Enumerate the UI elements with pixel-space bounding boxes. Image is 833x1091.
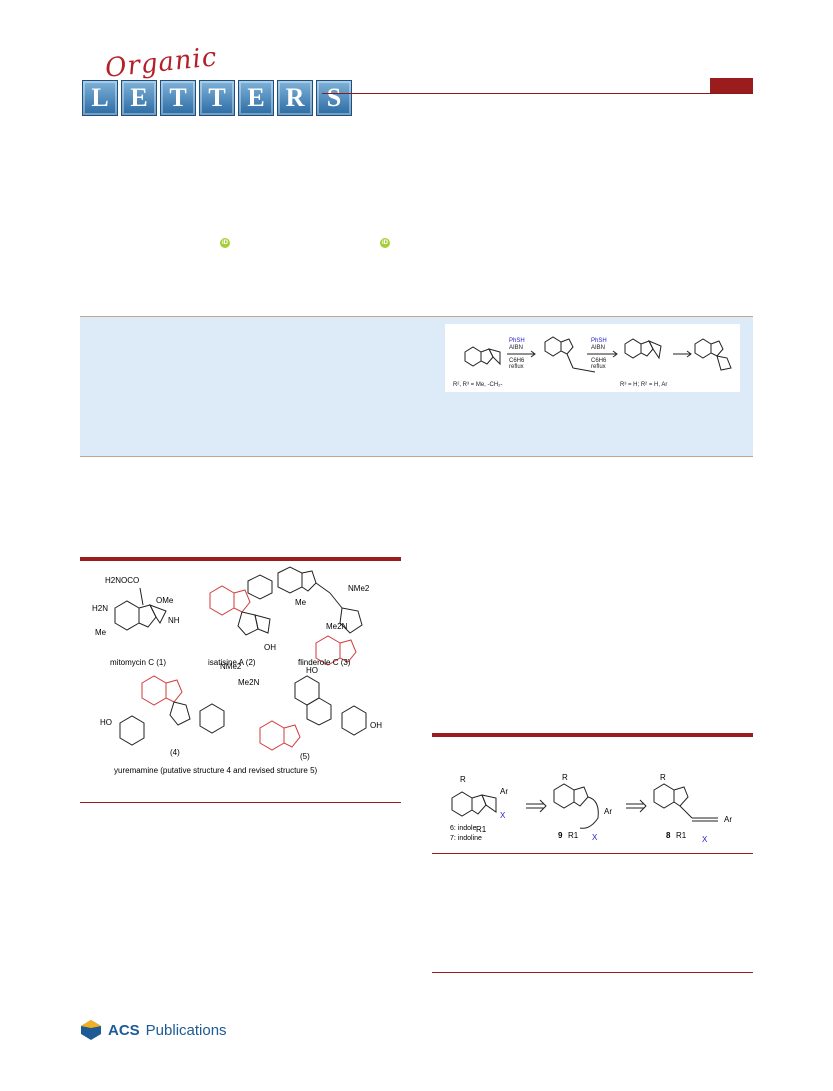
journal-logo-script: Organic — [103, 42, 219, 84]
scheme-x-8: X — [702, 835, 708, 844]
acs-emblem-icon — [81, 1020, 101, 1040]
label-h2nocoo: H2NOCO — [105, 576, 139, 585]
toc-note-right: R³ = H; R² = H, Ar — [620, 382, 667, 388]
logo-letter: T — [160, 80, 196, 116]
toc-solvent: C6H6 — [509, 358, 525, 364]
scheme1-top-rule — [432, 733, 753, 737]
toc-scheme-drawing: PhSH AIBN C6H6 reflux PhSH AIBN C6H6 ref… — [453, 336, 732, 388]
toc-reagent-2b: AIBN — [591, 345, 605, 351]
label-oh-isatisine: OH — [264, 643, 276, 652]
figure1-caption: yuremamine (putative structure 4 and rev… — [114, 766, 318, 775]
scheme1: R Ar X R1 6: indole 7: indoline R Ar X 9… — [440, 770, 750, 850]
scheme-r-9: R — [562, 773, 568, 782]
label-ho-4: HO — [100, 718, 112, 727]
publisher-suffix: Publications — [145, 1021, 227, 1039]
toc-condition: reflux — [509, 364, 524, 370]
header-rule — [322, 93, 753, 94]
label-ome: OMe — [156, 596, 174, 605]
figure1-top-rule — [80, 557, 401, 561]
toc-note-left: R², R³ = Me, -CH₂- — [453, 382, 503, 388]
scheme-ar-6: Ar — [500, 787, 508, 796]
figure1-structures: H2NOCO OMe H2N Me NH NMe2 Me2N Me NMe2 M… — [92, 566, 382, 775]
compound-4-label: (4) — [170, 748, 180, 757]
scheme-r-6: R — [460, 775, 466, 784]
scheme-r-8: R — [660, 773, 666, 782]
label-me: Me — [95, 628, 107, 637]
header-accent-box — [710, 78, 753, 93]
compound-1-label: mitomycin C (1) — [110, 658, 166, 667]
logo-letter: E — [121, 80, 157, 116]
label-me2n-5: Me2N — [238, 678, 260, 687]
logo-letter: S — [316, 80, 352, 116]
scheme-label-8: 8 — [666, 831, 671, 840]
compound-2-label: isatisine A (2) — [208, 658, 256, 667]
figure1: H2NOCO OMe H2N Me NH NMe2 Me2N Me NMe2 M… — [80, 563, 401, 778]
toc-solvent-b: C6H6 — [591, 358, 607, 364]
acs-publications-logo[interactable]: ACS Publications — [80, 1019, 227, 1041]
toc-reagent-2: AIBN — [509, 345, 523, 351]
logo-letter: T — [199, 80, 235, 116]
footnote-rule — [432, 972, 753, 973]
scheme-r1-8: R1 — [676, 831, 687, 840]
toc-reagent-1: PhSH — [509, 338, 525, 344]
orcid-icon[interactable]: iD — [380, 238, 390, 248]
scheme-label-9: 9 — [558, 831, 563, 840]
label-h2n: H2N — [92, 604, 108, 613]
toc-reagent-1b: PhSH — [591, 338, 607, 344]
label-ho-5: HO — [306, 666, 318, 675]
scheme-r1-9: R1 — [568, 831, 579, 840]
scheme-label-7: 7: indoline — [450, 835, 482, 842]
label-nme2-4: NMe2 — [220, 662, 242, 671]
figure1-bottom-rule — [80, 802, 401, 803]
scheme-label-6: 6: indole — [450, 825, 477, 832]
scheme-ar-9: Ar — [604, 807, 612, 816]
scheme-r1-6: R1 — [476, 825, 487, 834]
label-me-flinderole: Me — [295, 598, 307, 607]
scheme-x-9: X — [592, 833, 598, 842]
compound-5-label: (5) — [300, 752, 310, 761]
compound-3-label: flinderole C (3) — [298, 658, 351, 667]
logo-letter: R — [277, 80, 313, 116]
scheme-x-6: X — [500, 811, 506, 820]
label-nh: NH — [168, 616, 180, 625]
scheme1-structures: R Ar X R1 6: indole 7: indoline R Ar X 9… — [450, 773, 732, 844]
journal-logo-letters: L E T T E R S — [82, 80, 352, 116]
logo-letter: L — [82, 80, 118, 116]
scheme1-bottom-rule — [432, 853, 753, 854]
scheme-ar-8: Ar — [724, 815, 732, 824]
logo-letter: E — [238, 80, 274, 116]
label-nme2: NMe2 — [348, 584, 370, 593]
orcid-icon[interactable]: iD — [220, 238, 230, 248]
label-me2n: Me2N — [326, 622, 348, 631]
publisher-name: ACS — [108, 1021, 140, 1039]
toc-graphic: PhSH AIBN C6H6 reflux PhSH AIBN C6H6 ref… — [445, 324, 740, 392]
toc-condition-b: reflux — [591, 364, 606, 370]
label-oh-5: OH — [370, 721, 382, 730]
